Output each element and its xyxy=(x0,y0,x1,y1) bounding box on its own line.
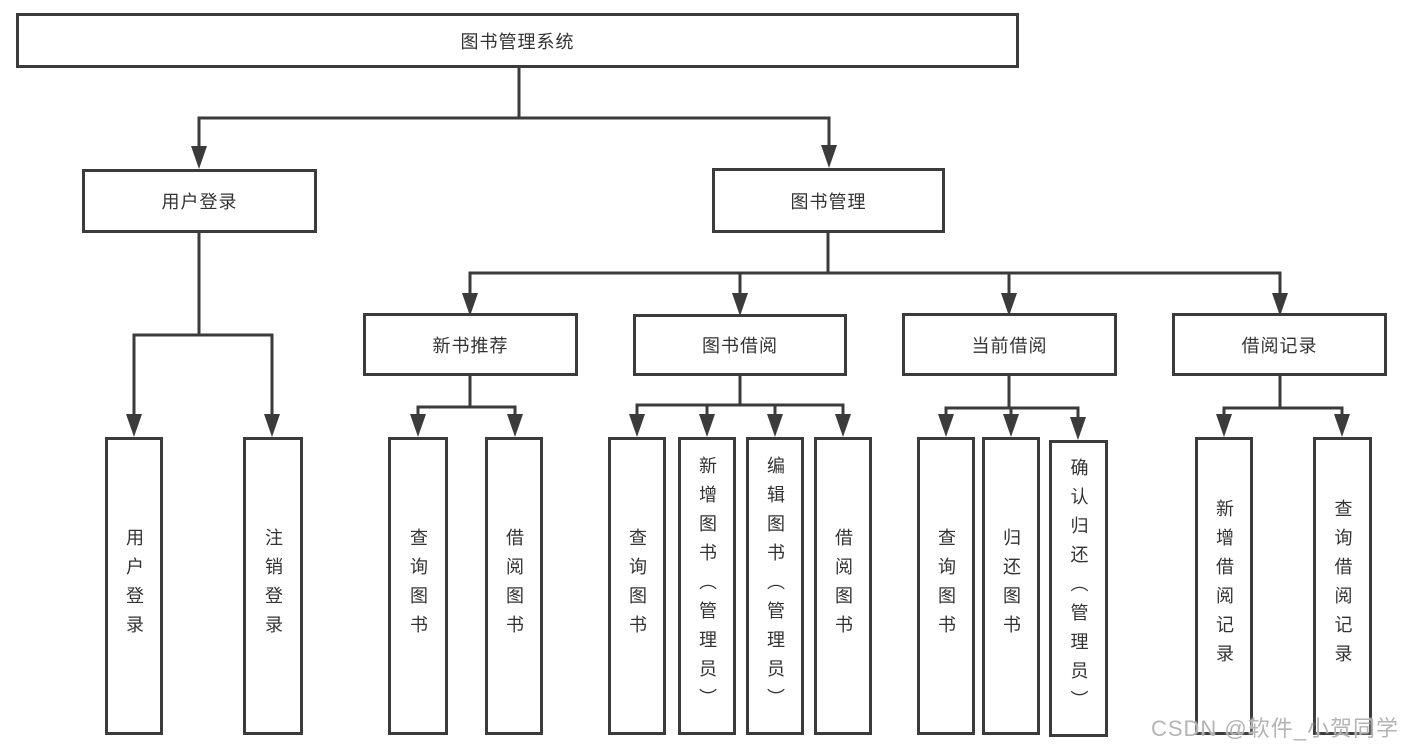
node-leaf-add-books-admin: 新增图书（管理员） xyxy=(678,437,736,735)
node-book-borrowing: 图书借阅 xyxy=(633,314,847,376)
node-label: 注销登录 xyxy=(263,528,283,644)
node-label: 新增借阅记录 xyxy=(1214,499,1234,673)
node-label: 确认归还（管理员） xyxy=(1068,458,1089,719)
node-label: 借阅图书 xyxy=(504,528,524,644)
node-new-book-recommendation: 新书推荐 xyxy=(363,313,578,376)
arrowheads xyxy=(126,145,1350,440)
edge-current-to-leaves xyxy=(944,376,1080,420)
node-leaf-borrow-books: 借阅图书 xyxy=(485,437,543,735)
node-label: 新增图书（管理员） xyxy=(697,455,717,717)
node-leaf-return-books: 归还图书 xyxy=(982,437,1040,735)
node-leaf-query-borrow-record: 查询借阅记录 xyxy=(1313,437,1372,735)
node-user-login: 用户登录 xyxy=(82,169,317,233)
node-book-management: 图书管理 xyxy=(712,168,945,233)
node-leaf-query-books: 查询图书 xyxy=(388,437,448,735)
node-leaf-query-books: 查询图书 xyxy=(608,437,666,735)
node-leaf-edit-books-admin: 编辑图书（管理员） xyxy=(746,437,804,735)
node-label: 图书借阅 xyxy=(702,336,778,356)
node-label: 图书管理系统 xyxy=(460,31,575,52)
node-label: 归还图书 xyxy=(1001,528,1021,644)
node-label: 查询图书 xyxy=(627,528,647,644)
node-library-management-system: 图书管理系统 xyxy=(16,13,1019,68)
node-leaf-borrow-books: 借阅图书 xyxy=(814,437,872,735)
edge-borrow-to-leaves xyxy=(635,376,845,420)
node-leaf-add-borrow-record: 新增借阅记录 xyxy=(1195,437,1253,735)
node-leaf-logout: 注销登录 xyxy=(243,437,303,735)
edge-root-to-level1 xyxy=(197,68,831,148)
edge-login-to-leaves xyxy=(132,233,274,420)
node-label: 用户登录 xyxy=(161,192,238,212)
node-label: 查询图书 xyxy=(936,528,956,644)
node-label: 借阅图书 xyxy=(833,528,853,644)
node-label: 编辑图书（管理员） xyxy=(765,455,785,717)
node-label: 查询借阅记录 xyxy=(1332,499,1353,673)
node-label: 查询图书 xyxy=(408,528,428,644)
node-leaf-user-login: 用户登录 xyxy=(105,437,163,735)
edge-newbooks-to-leaves xyxy=(416,376,517,420)
node-current-borrowing: 当前借阅 xyxy=(902,313,1117,376)
node-leaf-query-books: 查询图书 xyxy=(917,437,975,735)
node-borrowing-records: 借阅记录 xyxy=(1172,313,1387,376)
node-label: 新书推荐 xyxy=(432,335,509,356)
csdn-watermark: CSDN @软件_小贺同学 xyxy=(1150,716,1399,741)
node-label: 借阅记录 xyxy=(1241,335,1318,356)
node-label: 图书管理 xyxy=(790,191,867,212)
edge-mgmt-to-level2 xyxy=(468,233,1282,296)
node-label: 当前借阅 xyxy=(971,335,1048,356)
node-label: 用户登录 xyxy=(124,528,144,644)
edge-records-to-leaves xyxy=(1222,376,1344,420)
node-leaf-confirm-return-admin: 确认归还（管理员） xyxy=(1049,440,1108,737)
